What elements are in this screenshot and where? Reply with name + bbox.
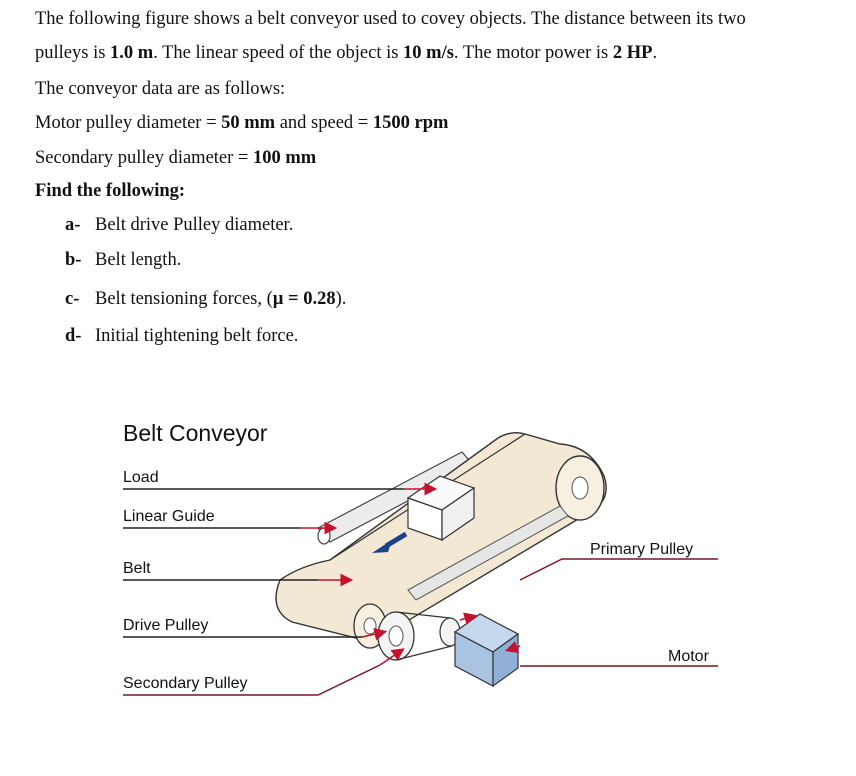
label-motor: Motor <box>668 648 710 665</box>
part-arrows <box>300 482 521 666</box>
text-segment: Secondary pulley diameter = <box>35 148 253 168</box>
question-d: d- Initial tightening belt force. <box>65 323 298 349</box>
text-segment: and speed = <box>275 113 373 133</box>
question-label: a- <box>65 215 81 235</box>
pulley-distance-value: 1.0 m <box>110 43 154 63</box>
text-segment: pulleys is <box>35 43 111 63</box>
find-heading: Find the following: <box>35 181 186 201</box>
question-label: d- <box>65 326 82 346</box>
linear-speed-value: 10 m/s <box>403 43 454 63</box>
secondary-pulley-diameter-value: 100 mm <box>252 148 317 168</box>
secondary-pulley-line: Secondary pulley diameter = 100 mm <box>35 145 316 171</box>
motor-speed-value: 1500 rpm <box>372 113 449 133</box>
text-segment: . The motor power is <box>453 43 613 63</box>
question-text: Belt drive Pulley diameter. <box>95 215 294 235</box>
label-belt: Belt <box>123 560 151 577</box>
text-segment: . <box>652 43 658 63</box>
question-label: c- <box>65 289 80 309</box>
intro-line-2: pulleys is 1.0 m. The linear speed of th… <box>35 40 657 66</box>
motor-power-value: 2 HP <box>612 43 653 63</box>
motor-pulley-diameter-value: 50 mm <box>221 113 276 133</box>
friction-coefficient-value: µ = 0.28 <box>272 289 336 309</box>
label-linear-guide: Linear Guide <box>123 508 215 525</box>
text-segment: Motor pulley diameter = <box>35 113 222 133</box>
motor-pulley-line: Motor pulley diameter = 50 mm and speed … <box>35 110 448 136</box>
belt-direction-arrow <box>372 531 408 553</box>
question-b: b- Belt length. <box>65 247 181 273</box>
load-box <box>406 475 476 542</box>
question-text: Belt length. <box>95 250 182 270</box>
label-load: Load <box>123 469 159 486</box>
question-a: a- Belt drive Pulley diameter. <box>65 212 293 238</box>
text-segment: . The linear speed of the object is <box>153 43 404 63</box>
data-heading: The conveyor data are as follows: <box>35 79 286 99</box>
figure-title: Belt Conveyor <box>123 420 268 446</box>
label-primary-pulley: Primary Pulley <box>590 541 693 558</box>
question-c: c- Belt tensioning forces, (µ = 0.28). <box>65 286 346 312</box>
label-drive-pulley: Drive Pulley <box>123 617 208 634</box>
text-segment: ). <box>335 289 347 309</box>
intro-line-1: The following figure shows a belt convey… <box>35 9 746 29</box>
question-text: Initial tightening belt force. <box>95 326 299 346</box>
question-label: b- <box>65 250 82 270</box>
label-secondary-pulley: Secondary Pulley <box>123 675 248 692</box>
question-text: Belt tensioning forces, ( <box>95 289 273 309</box>
leader-lines <box>123 488 718 696</box>
